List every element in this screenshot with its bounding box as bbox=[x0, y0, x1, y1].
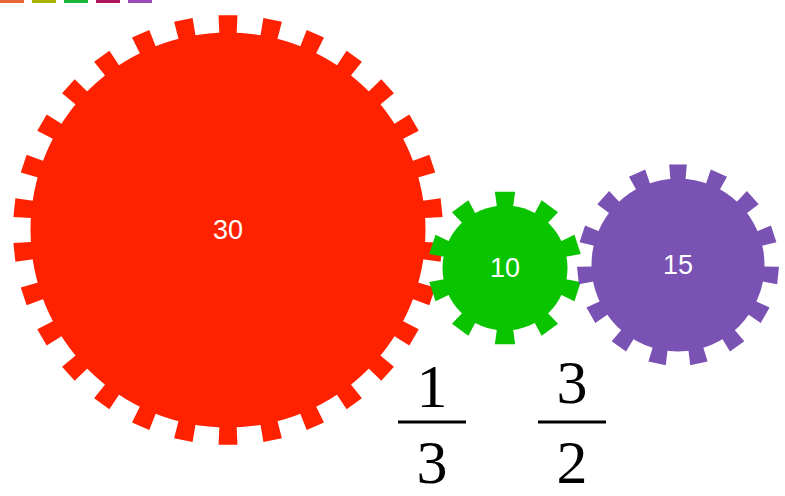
ratio-digit: 1 bbox=[402, 355, 462, 417]
fraction-bar bbox=[398, 421, 466, 424]
gear-body bbox=[31, 33, 426, 428]
ratio-digit: 3 bbox=[402, 431, 462, 493]
color-strip bbox=[96, 0, 120, 3]
color-strip bbox=[64, 0, 88, 3]
gear-label-box: 10 bbox=[426, 189, 584, 347]
color-strip bbox=[128, 0, 152, 3]
ratio-digit: 3 bbox=[542, 351, 602, 413]
color-strip bbox=[0, 0, 24, 3]
fraction-bar bbox=[538, 421, 606, 424]
gear-label-box: 15 bbox=[575, 162, 781, 368]
color-strip bbox=[32, 0, 56, 3]
ratio-digit: 2 bbox=[542, 431, 602, 493]
gear: 10 bbox=[426, 189, 584, 347]
gear: 30 bbox=[11, 13, 445, 447]
gear-teeth-count: 30 bbox=[213, 215, 243, 246]
gear-label-box: 30 bbox=[11, 13, 445, 447]
gear-teeth-count: 10 bbox=[490, 253, 520, 284]
gear-shape bbox=[429, 192, 580, 345]
gear-shape bbox=[13, 15, 442, 445]
gear-teeth-count: 15 bbox=[663, 250, 693, 281]
gear-body bbox=[443, 206, 568, 331]
gear-shape bbox=[577, 164, 779, 365]
gear-body bbox=[592, 179, 765, 352]
gear: 15 bbox=[575, 162, 781, 368]
